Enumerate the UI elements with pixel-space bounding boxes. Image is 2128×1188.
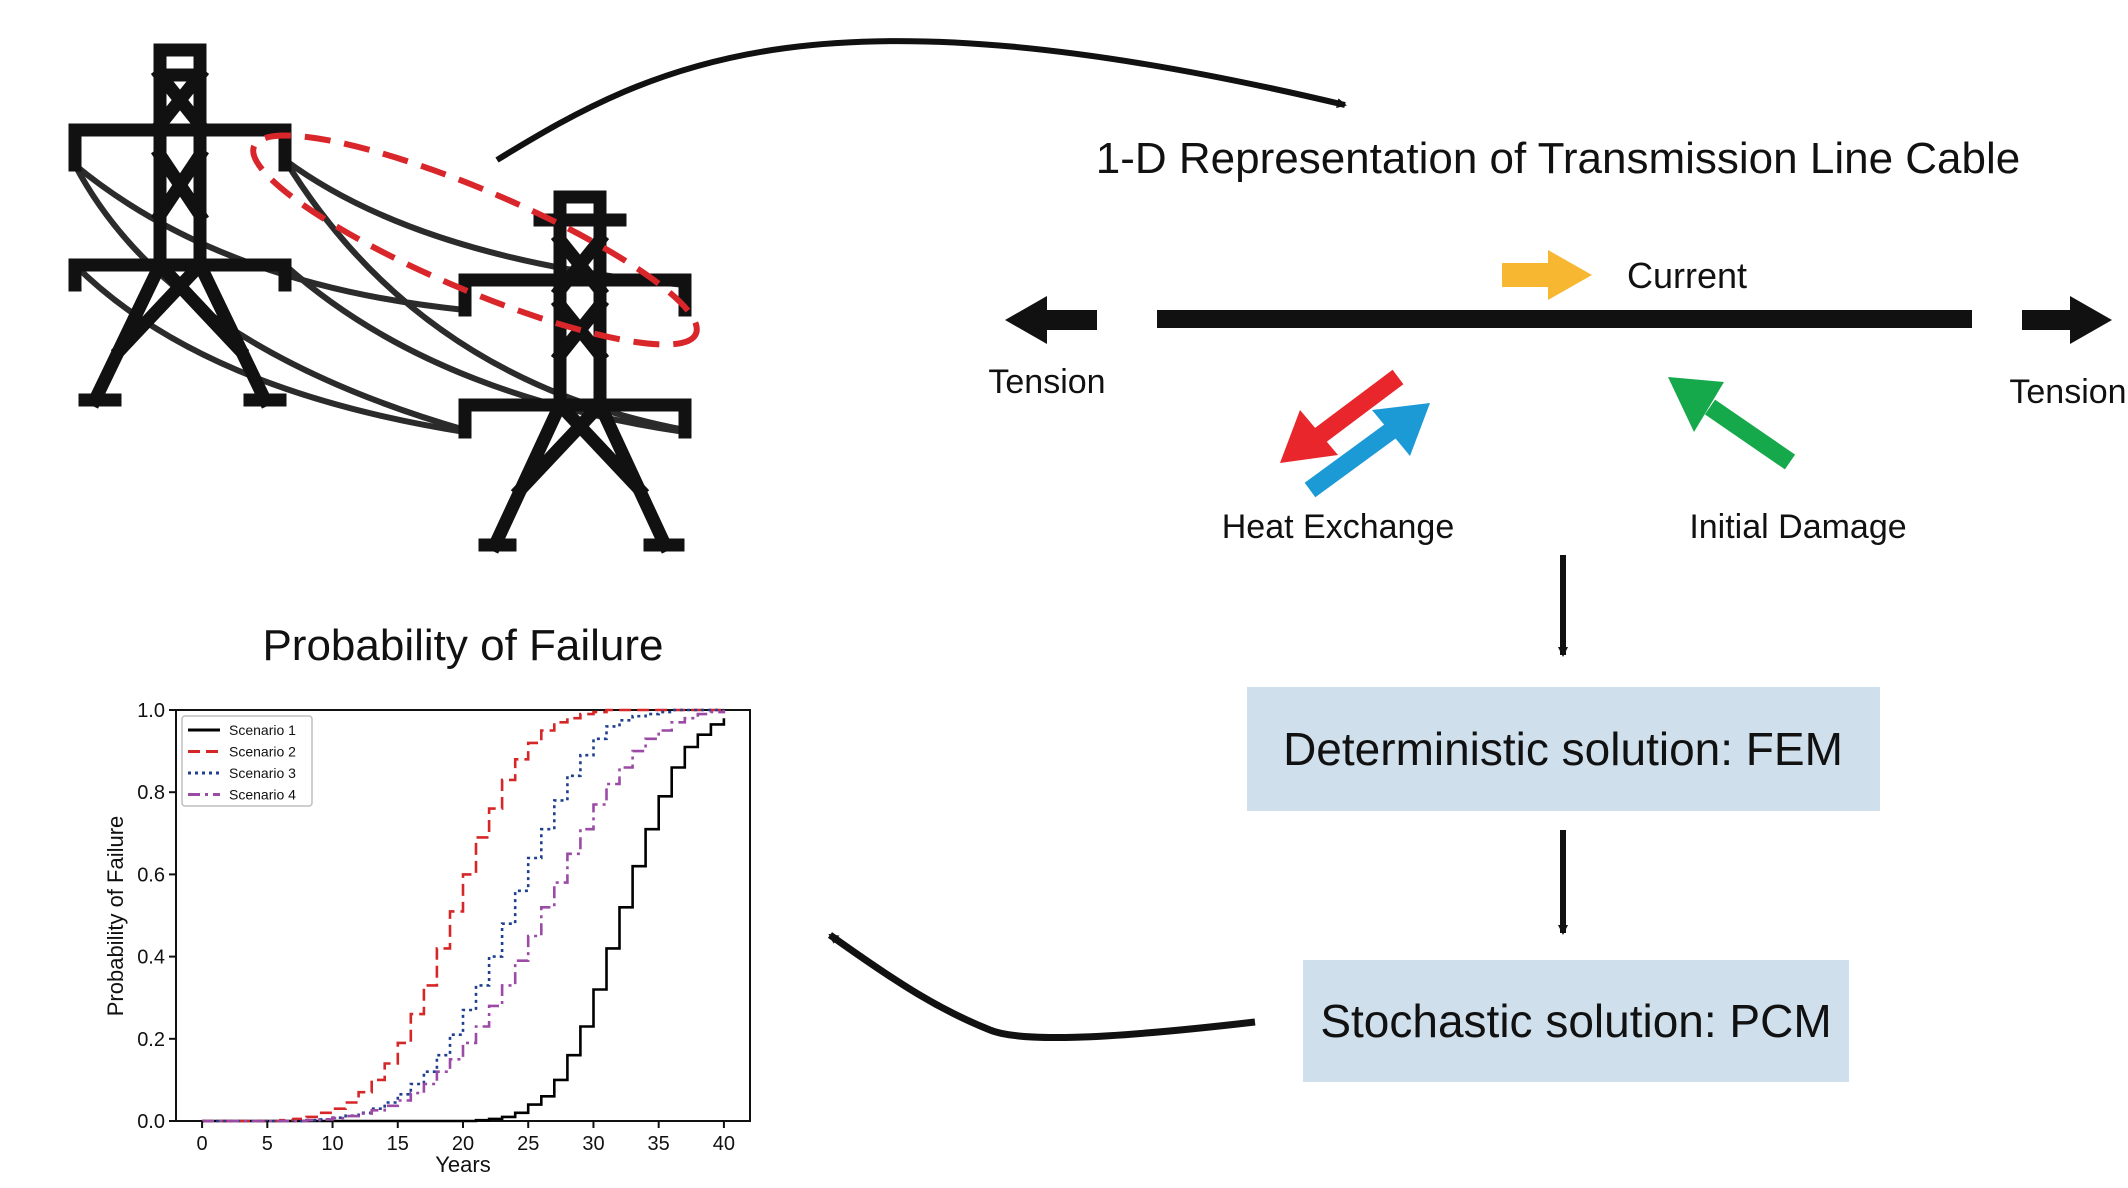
chart-y-axis-label: Probability of Failure [103, 816, 128, 1017]
top-flow-arrow [495, 38, 1347, 163]
x-tick-label: 0 [197, 1133, 208, 1155]
return-flow-arrow [827, 932, 1256, 1042]
series-line-1 [202, 718, 726, 1123]
x-tick-label: 20 [452, 1133, 474, 1155]
transmission-tower-icon [68, 43, 292, 409]
current-arrow-icon [1502, 250, 1592, 300]
cable-bar [1157, 310, 1972, 328]
heat-in-arrow-icon [1304, 403, 1430, 498]
legend-label-3: Scenario 3 [229, 765, 296, 781]
x-tick-label: 40 [713, 1133, 735, 1155]
stochastic-box-label: Stochastic solution: PCM [1320, 995, 1831, 1047]
highlight-ellipse [250, 132, 700, 348]
x-tick-label: 15 [387, 1133, 409, 1155]
y-tick-label: 1.0 [137, 700, 165, 722]
chart-series-layer [202, 708, 726, 1123]
legend-label-2: Scenario 2 [229, 744, 296, 760]
series-line-4 [202, 710, 726, 1123]
legend-box [181, 715, 313, 807]
initial-damage-arrow-icon [1668, 377, 1796, 470]
heat-exchange-label: Heat Exchange [1222, 508, 1455, 546]
tension-left-label: Tension [988, 363, 1105, 401]
y-tick-label: 0.2 [137, 1029, 165, 1051]
current-label: Current [1627, 255, 1747, 296]
transmission-line-illustration [68, 43, 700, 554]
x-tick-label: 5 [262, 1133, 273, 1155]
y-tick-label: 0.4 [137, 947, 165, 969]
legend-entries: Scenario 1 Scenario 2 Scenario 3 Scenario 4 [188, 722, 296, 803]
stochastic-solution-box: Stochastic solution: PCM [1303, 960, 1849, 1082]
x-tick-label: 25 [517, 1133, 539, 1155]
heat-out-arrow-icon [1280, 369, 1404, 463]
y-tick-label: 0.0 [137, 1111, 165, 1133]
deterministic-box-label: Deterministic solution: FEM [1283, 723, 1843, 775]
tension-right-arrow-icon [2022, 296, 2112, 344]
chart-section-title: Probability of Failure [262, 621, 663, 670]
deterministic-solution-box: Deterministic solution: FEM [1247, 687, 1880, 811]
legend-label-1: Scenario 1 [229, 722, 296, 738]
chart-legend: Scenario 1 Scenario 2 Scenario 3 Scenario 4 [181, 715, 313, 807]
initial-damage-label: Initial Damage [1689, 508, 1906, 546]
transmission-tower-icon [458, 190, 692, 554]
x-tick-label: 30 [582, 1133, 604, 1155]
probability-of-failure-chart: 0 5 10 15 20 25 30 35 40 0.0 0.2 0.4 0.6 0.8 1.0 Years… [103, 700, 751, 1177]
legend-label-4: Scenario 4 [229, 787, 296, 803]
header-title: 1-D Representation of Transmission Line … [1096, 134, 2020, 183]
chart-x-axis-label: Years [435, 1152, 490, 1177]
series-line-2 [202, 708, 724, 1123]
x-tick-label: 35 [648, 1133, 670, 1155]
chart-ticks-layer: 0 5 10 15 20 25 30 35 40 0.0 0.2 0.4 0.6 0.8 1.0 [137, 700, 735, 1155]
tension-left-arrow-icon [1005, 296, 1097, 344]
series-line-3 [202, 708, 724, 1123]
y-tick-label: 0.8 [137, 782, 165, 804]
x-tick-label: 10 [321, 1133, 343, 1155]
tension-right-label: Tension [2009, 373, 2126, 411]
y-tick-label: 0.6 [137, 864, 165, 886]
